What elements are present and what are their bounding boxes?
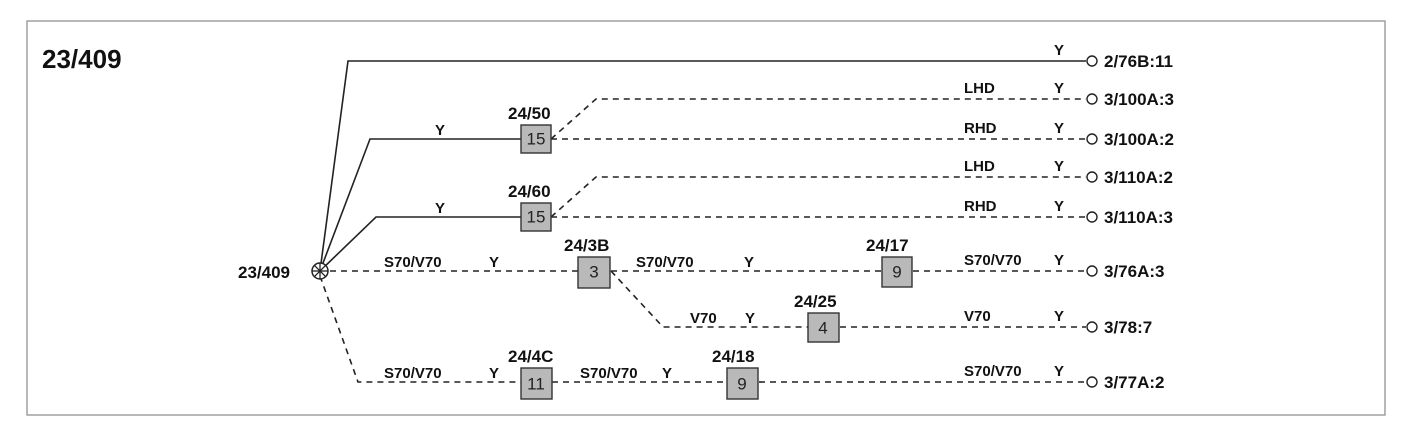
terminal-label: 3/110A:2 [1104, 168, 1173, 187]
connector-label: 24/50 [508, 104, 551, 123]
terminal-label: 3/77A:2 [1104, 373, 1164, 392]
variant-label: S70/V70 [384, 254, 442, 271]
terminal-label: 3/100A:2 [1104, 130, 1174, 149]
wire-color-label: Y [489, 254, 499, 271]
connector-pin: 15 [527, 208, 546, 227]
connector-pin: 9 [737, 375, 746, 394]
terminal-pin-icon [1086, 376, 1098, 388]
connector-24-50: 15 24/50 [508, 104, 552, 154]
wire-to-2-76b [319, 60, 1086, 272]
wire-color-label: Y [662, 365, 672, 382]
connector-24-17: 9 24/17 [866, 236, 913, 288]
wire-row7-a [319, 275, 521, 383]
variant-label: LHD [964, 158, 995, 175]
terminal-pin-icon [1086, 133, 1098, 145]
connector-pin: 3 [589, 263, 598, 282]
terminal-3-100a-2: RHD Y 3/100A:2 [964, 120, 1174, 149]
wire-color-label: Y [744, 254, 754, 271]
variant-label: S70/V70 [964, 252, 1022, 269]
terminal-pin-icon [1086, 171, 1098, 183]
connector-24-4c: 11 24/4C [508, 347, 553, 400]
wire-color-label: Y [1054, 363, 1064, 380]
terminal-pin-icon [1086, 93, 1098, 105]
terminal-label: 3/76A:3 [1104, 262, 1164, 281]
variant-label: RHD [964, 120, 997, 137]
terminal-3-110a-3: RHD Y 3/110A:3 [964, 198, 1173, 227]
terminal-3-78-7: V70 Y 3/78:7 [964, 308, 1152, 337]
connector-label: 24/17 [866, 236, 909, 255]
terminal-3-77a-2: S70/V70 Y 3/77A:2 [964, 363, 1164, 392]
wire-color-label: Y [745, 310, 755, 327]
variant-label: S70/V70 [580, 365, 638, 382]
wire-color-label: Y [1054, 198, 1064, 215]
splice-node [311, 262, 329, 280]
connector-pin: 4 [818, 319, 827, 338]
wire-color-label: Y [1054, 158, 1064, 175]
variant-label: S70/V70 [384, 365, 442, 382]
connector-24-18: 9 24/18 [712, 347, 759, 400]
wire-24-60-lhd [550, 176, 1086, 218]
wire-color-label: Y [1054, 80, 1064, 97]
variant-label: V70 [690, 310, 717, 327]
wire-color-label: Y [489, 365, 499, 382]
variant-label: S70/V70 [636, 254, 694, 271]
source-label: 23/409 [238, 263, 290, 282]
terminal-pin-icon [1086, 211, 1098, 223]
wire-color-label: Y [1054, 308, 1064, 325]
variant-label: V70 [964, 308, 991, 325]
connector-24-25: 4 24/25 [794, 292, 840, 343]
connector-pin: 11 [527, 375, 545, 394]
wire-to-24-60 [319, 216, 523, 272]
terminal-label: 2/76B:11 [1104, 52, 1173, 71]
terminal-label: 3/110A:3 [1104, 208, 1173, 227]
wire-24-50-lhd [550, 98, 1086, 140]
connector-label: 24/60 [508, 182, 551, 201]
terminal-pin-icon [1086, 321, 1098, 333]
connector-label: 24/25 [794, 292, 837, 311]
terminal-3-100a-3: LHD Y 3/100A:3 [964, 80, 1174, 109]
connector-pin: 15 [527, 130, 546, 149]
wire-to-24-50 [319, 138, 523, 272]
wire-color-label: Y [1054, 120, 1064, 137]
terminal-label: 3/100A:3 [1104, 90, 1174, 109]
terminal-3-110a-2: LHD Y 3/110A:2 [964, 158, 1173, 187]
connector-label: 24/18 [712, 347, 755, 366]
connector-label: 24/3B [564, 236, 609, 255]
wire-color-label: Y [1054, 252, 1064, 269]
connector-24-60: 15 24/60 [508, 182, 552, 232]
terminal-label: 3/78:7 [1104, 318, 1152, 337]
variant-label: LHD [964, 80, 995, 97]
terminal-pin-icon [1086, 55, 1098, 67]
wire-row6-a [610, 270, 808, 328]
variant-label: RHD [964, 198, 997, 215]
connector-24-3b: 3 24/3B [564, 236, 611, 289]
variant-label: S70/V70 [964, 363, 1022, 380]
terminal-2-76b-11: Y 2/76B:11 [1054, 42, 1173, 71]
wire-color-label: Y [435, 122, 445, 139]
connector-pin: 9 [892, 263, 901, 282]
diagram-title: 23/409 [42, 44, 122, 74]
wire-color-label: Y [435, 200, 445, 217]
wire-color-label: Y [1054, 42, 1064, 59]
terminal-3-76a-3: S70/V70 Y 3/76A:3 [964, 252, 1164, 281]
diagram-frame [26, 20, 1386, 416]
terminal-pin-icon [1086, 265, 1098, 277]
connector-label: 24/4C [508, 347, 553, 366]
